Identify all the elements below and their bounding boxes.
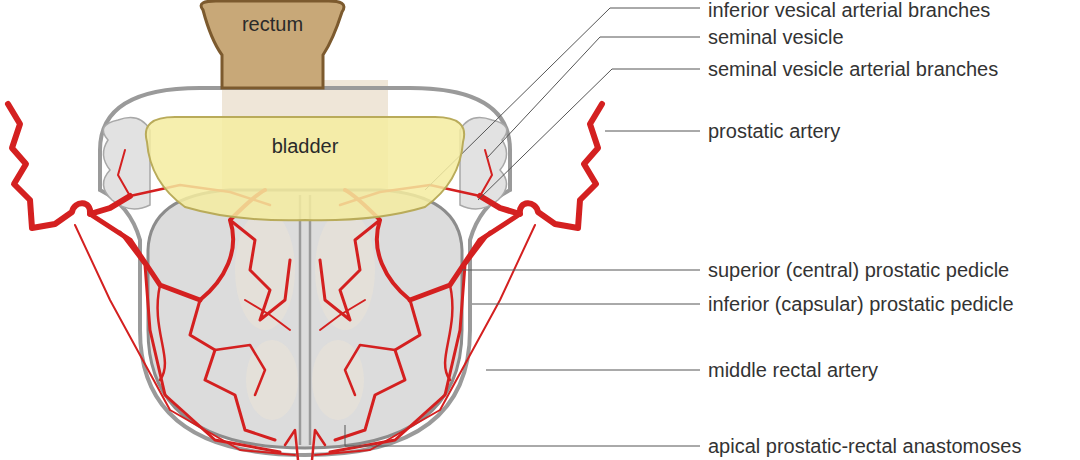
part-label: inferior vesical arterial branches bbox=[706, 0, 992, 20]
part-label: prostatic artery bbox=[706, 121, 842, 141]
leader-lines bbox=[345, 8, 700, 446]
bladder-shape: bladder bbox=[135, 112, 475, 230]
pelvic-capsule bbox=[100, 88, 510, 455]
part-label: seminal vesicle bbox=[706, 27, 846, 47]
part-label: inferior (capsular) prostatic pedicle bbox=[706, 294, 1016, 314]
organ-outline bbox=[135, 112, 475, 230]
median-septum bbox=[300, 195, 310, 445]
organ-name: bladder bbox=[272, 136, 339, 156]
prostate-lobe bbox=[235, 210, 295, 330]
part-label: superior (central) prostatic pedicle bbox=[706, 260, 1011, 280]
part-label: seminal vesicle arterial branches bbox=[706, 59, 1000, 79]
rectum-shape: rectum bbox=[195, 0, 350, 90]
organ-name: rectum bbox=[242, 14, 303, 34]
part-label: middle rectal artery bbox=[706, 360, 880, 380]
part-label: apical prostatic-rectal anastomoses bbox=[706, 436, 1023, 456]
